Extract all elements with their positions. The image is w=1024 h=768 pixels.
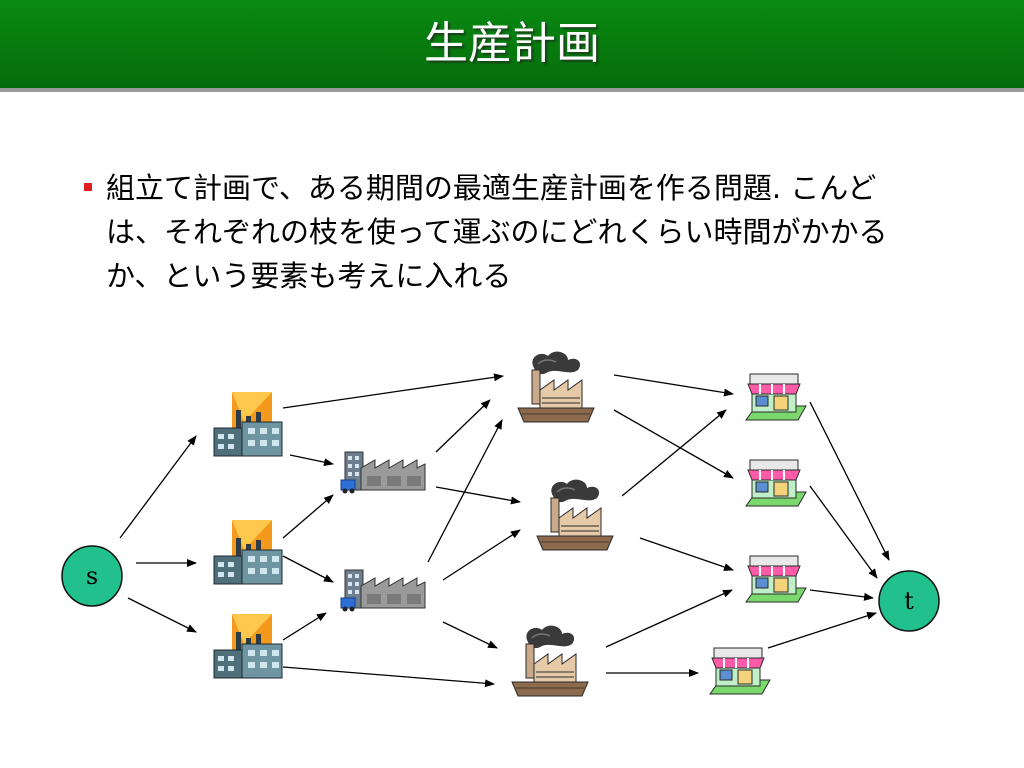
plant-icon-3 <box>511 624 589 697</box>
shop-icon-3 <box>745 555 807 603</box>
edge-plant2-shop3 <box>639 537 734 571</box>
edge-plant3-shop3 <box>605 589 733 648</box>
edge-supplier1-plant1 <box>282 373 504 409</box>
shop-icon-2 <box>745 459 807 507</box>
edge-supplier1-warehouse1 <box>289 454 334 467</box>
edge-supplier3-plant3 <box>282 666 495 688</box>
source-node-label: s <box>86 562 98 590</box>
bullet-marker <box>84 183 92 191</box>
edge-supplier3-warehouse2 <box>282 612 327 641</box>
edge-shop4-t <box>767 611 877 649</box>
slide-title: 生産計画 <box>424 18 600 69</box>
shop-icon-4 <box>709 647 771 695</box>
edge-warehouse1-plant1 <box>435 399 491 453</box>
edge-warehouse2-plant1 <box>427 419 503 563</box>
edge-plant1-shop1 <box>613 374 734 397</box>
supplier-factory-icon-1 <box>213 391 283 457</box>
supplier-factory-icon-2 <box>213 519 283 585</box>
edge-shop2-t <box>809 485 878 579</box>
edge-plant2-shop1 <box>621 409 727 497</box>
edge-plant1-shop2 <box>613 409 734 479</box>
sink-node-label: t <box>904 587 914 615</box>
warehouse-icon-1 <box>340 451 426 494</box>
edge-supplier2-warehouse2 <box>282 555 334 583</box>
edge-warehouse2-plant3 <box>442 621 498 649</box>
sink-node <box>878 570 940 632</box>
edge-warehouse1-plant2 <box>435 486 521 505</box>
plant-icon-2 <box>536 478 614 551</box>
bullet-text: 組立て計画で、ある期間の最適生産計画を作る問題. こんどは、それぞれの枝を使って… <box>106 171 888 293</box>
source-node <box>61 545 123 607</box>
plant-icon-1 <box>517 350 595 423</box>
title-divider <box>0 88 1024 92</box>
edges <box>119 373 890 688</box>
edge-supplier2-warehouse1 <box>282 494 334 539</box>
warehouse-icon-2 <box>340 569 426 612</box>
shop-icon-1 <box>745 373 807 421</box>
edge-shop3-t <box>809 589 874 601</box>
supplier-factory-icon-3 <box>213 613 283 679</box>
edge-s-supplier1 <box>119 435 197 539</box>
edge-warehouse2-plant2 <box>442 529 521 581</box>
edge-s-supplier3 <box>127 597 197 633</box>
title-bar <box>0 0 1024 88</box>
edge-shop1-t <box>809 401 890 561</box>
